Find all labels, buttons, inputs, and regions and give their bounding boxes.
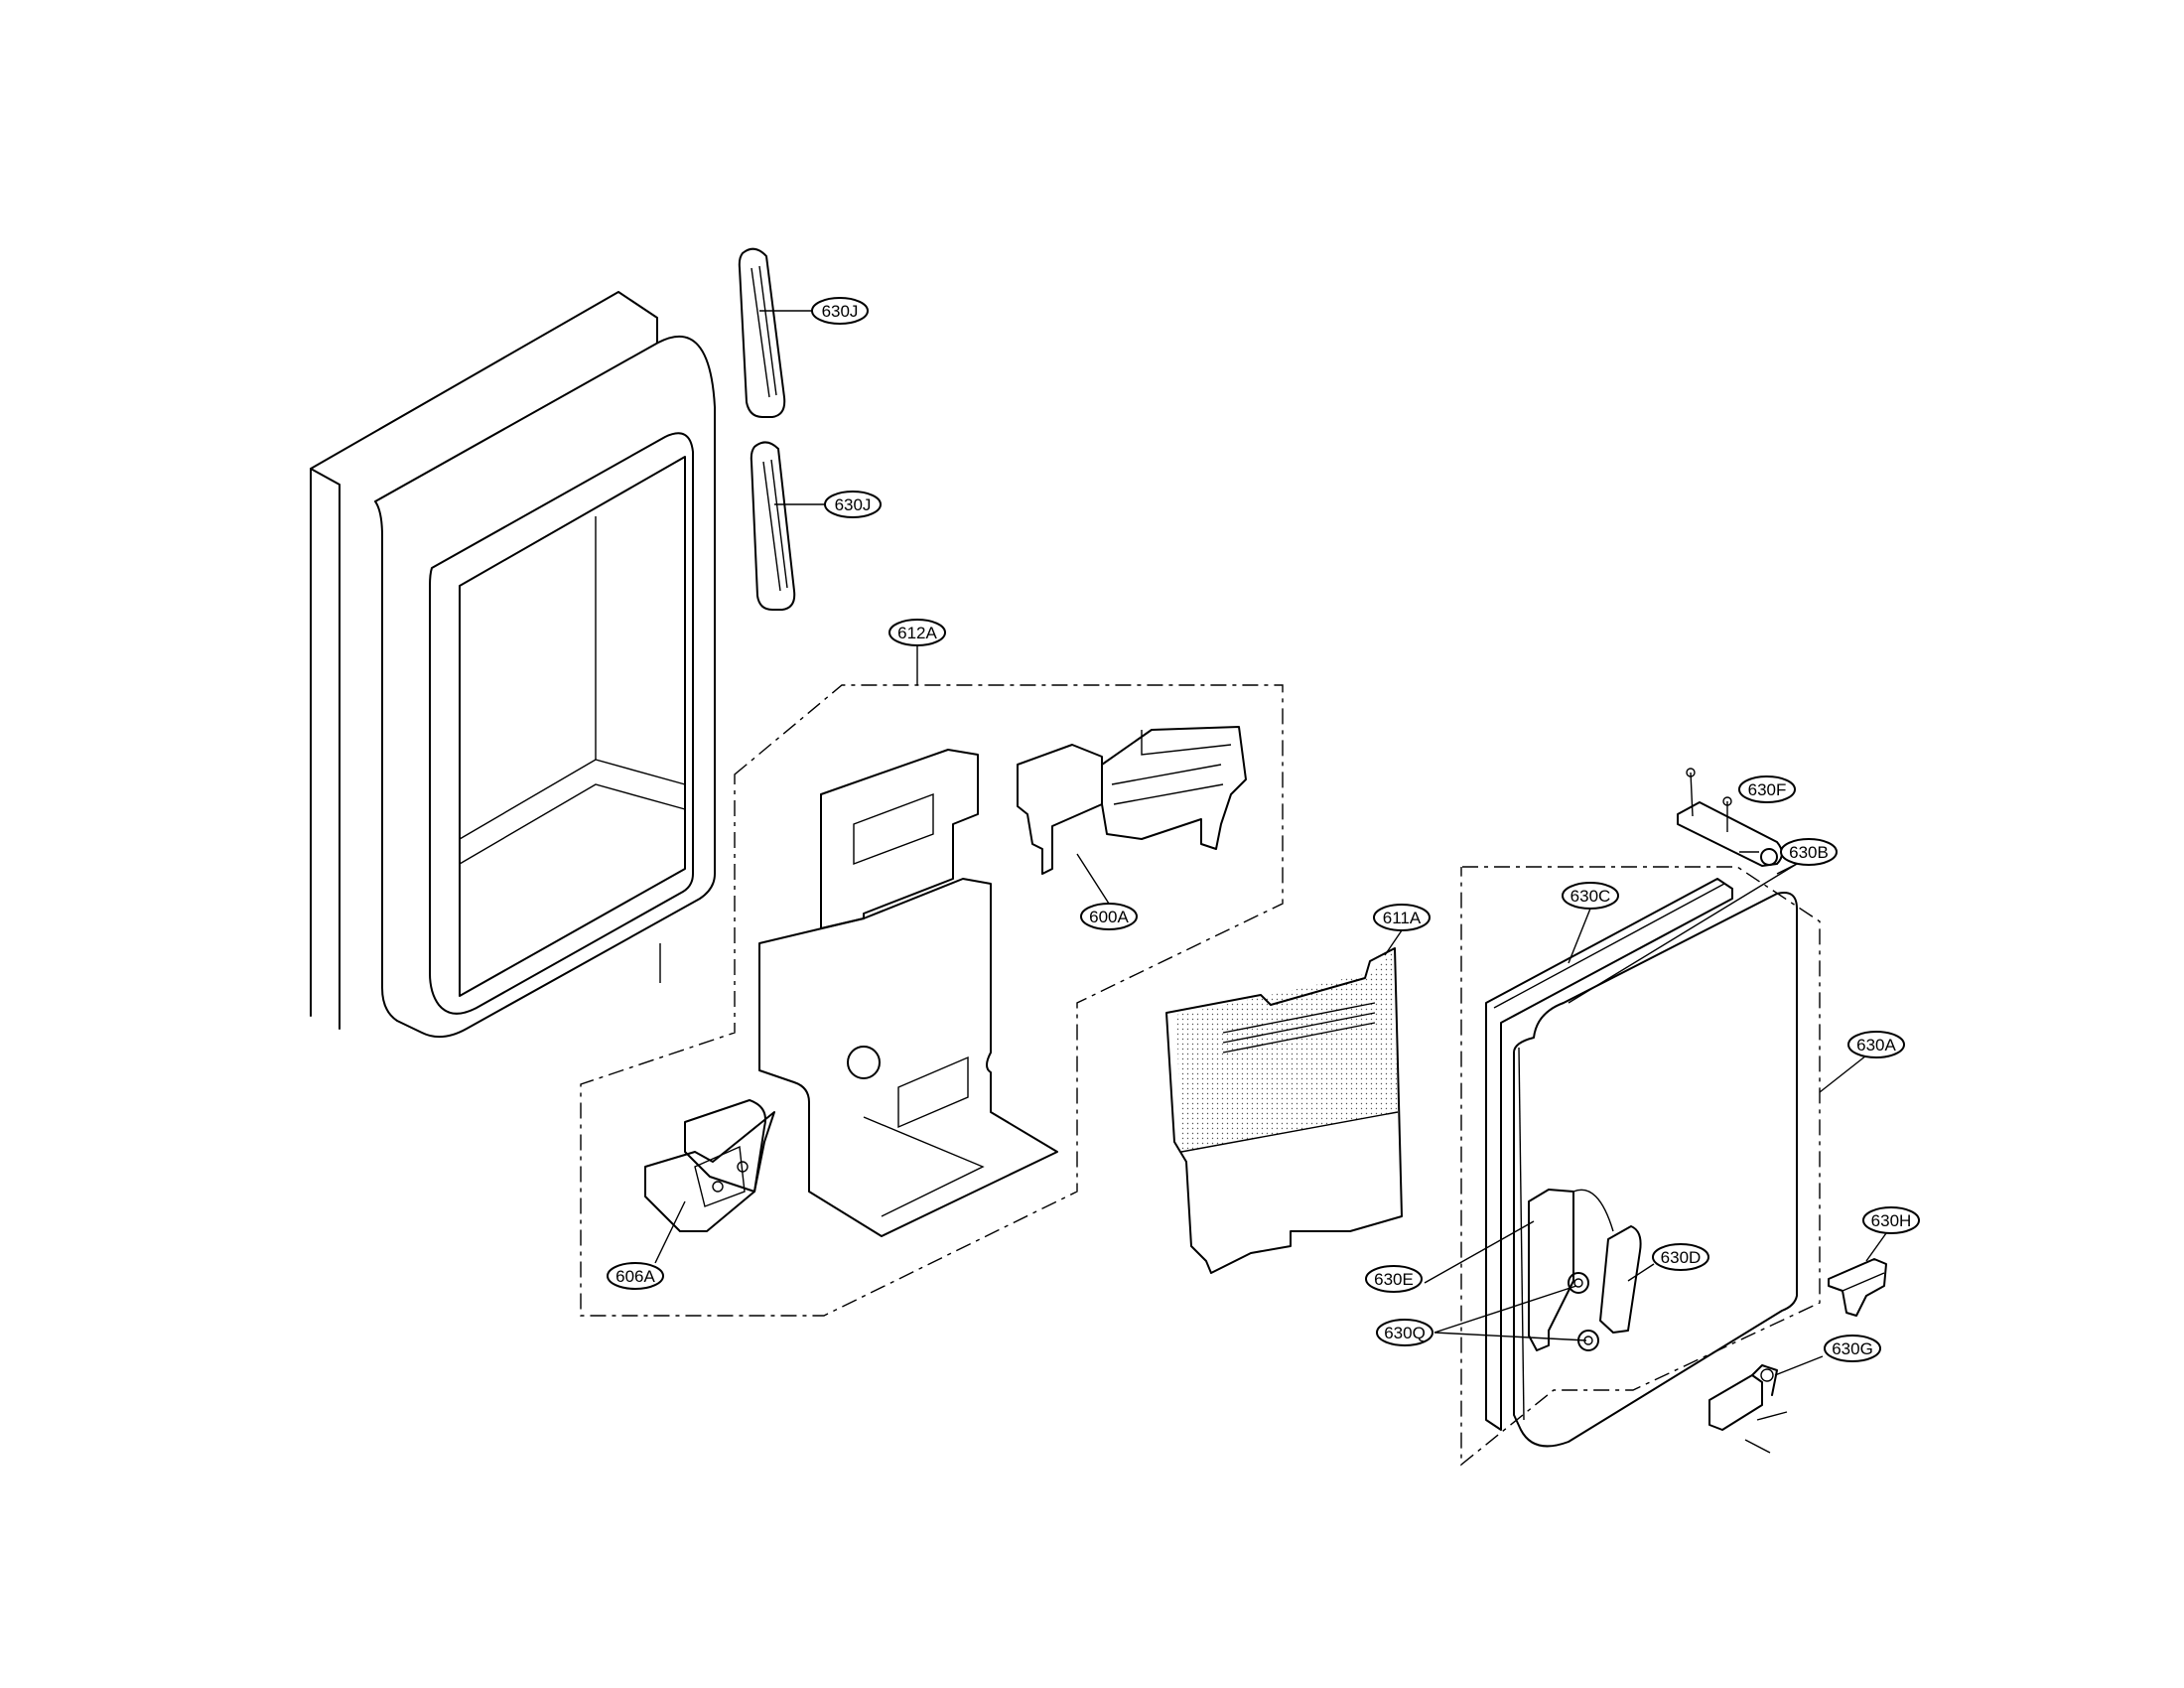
callout-630F: 630F xyxy=(1738,775,1796,803)
dispenser-lever-part xyxy=(644,1099,775,1232)
callout-label: 611A xyxy=(1383,909,1422,927)
callout-630B: 630B xyxy=(1780,838,1838,866)
callout-600A: 600A xyxy=(1080,903,1138,930)
callout-630G: 630G xyxy=(1824,1335,1881,1362)
callout-612A: 612A xyxy=(888,619,946,646)
callout-label: 630F xyxy=(1748,780,1787,799)
callout-label: 630E xyxy=(1374,1270,1414,1289)
callout-630J-top: 630J xyxy=(811,297,869,325)
door-liner-part xyxy=(310,291,716,1039)
lever-pins-part xyxy=(1568,1272,1599,1351)
dispenser-housing-part xyxy=(758,749,1058,1237)
callout-606A: 606A xyxy=(607,1262,664,1290)
callout-630A: 630A xyxy=(1847,1031,1905,1058)
latch-lever-part xyxy=(1599,1225,1642,1334)
callout-label: 600A xyxy=(1089,908,1129,926)
hinge-cap-bottom-part xyxy=(750,441,796,611)
callout-630H: 630H xyxy=(1862,1206,1920,1234)
callout-label: 606A xyxy=(615,1267,655,1286)
callout-label: 630D xyxy=(1661,1248,1702,1267)
callout-label: 630G xyxy=(1832,1339,1873,1358)
callout-label: 630B xyxy=(1789,843,1829,862)
callout-label: 630C xyxy=(1570,887,1611,906)
lower-hinge-part xyxy=(1708,1364,1788,1454)
callout-label: 630A xyxy=(1856,1036,1896,1055)
callout-label: 612A xyxy=(897,624,937,642)
callout-611A: 611A xyxy=(1373,904,1431,931)
callout-label: 630H xyxy=(1871,1211,1912,1230)
ice-maker-part xyxy=(1017,726,1247,875)
callout-label: 630J xyxy=(835,495,872,514)
callout-label: 630Q xyxy=(1384,1324,1426,1342)
callout-630D: 630D xyxy=(1652,1243,1709,1271)
leader-lines xyxy=(654,310,1887,1376)
hinge-cap-top-part xyxy=(738,247,786,418)
door-gasket-part xyxy=(1485,878,1733,1431)
callout-630J-bottom: 630J xyxy=(824,491,882,518)
group-612A-outline xyxy=(580,684,1284,1317)
ice-door-panel-part xyxy=(1513,892,1798,1448)
callout-630E: 630E xyxy=(1365,1265,1423,1293)
callout-label: 630J xyxy=(822,302,859,321)
callout-630C: 630C xyxy=(1562,882,1619,910)
group-630A-outline xyxy=(1460,866,1821,1467)
door-latch-part xyxy=(1528,1189,1614,1351)
callout-630Q: 630Q xyxy=(1376,1319,1433,1346)
dispenser-cover-part xyxy=(1165,947,1403,1274)
stopper-bracket-part xyxy=(1828,1258,1887,1317)
